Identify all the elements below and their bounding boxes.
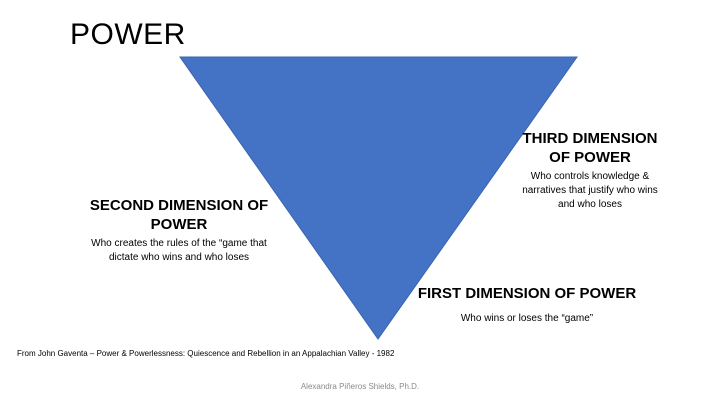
second-dimension-description: Who creates the rules of the “game that … — [91, 238, 267, 263]
inverted-triangle-shape — [179, 56, 578, 340]
third-dimension-heading: THIRD DIMENSION OF POWER — [522, 130, 658, 166]
third-dimension-description: Who controls knowledge & narratives that… — [522, 171, 658, 210]
source-citation: From John Gaventa – Power & Powerlessnes… — [17, 349, 395, 358]
slide-title: POWER — [70, 18, 186, 51]
third-dimension-block: THIRD DIMENSION OF POWER Who controls kn… — [518, 129, 662, 212]
first-dimension-heading: FIRST DIMENSION OF POWER — [417, 285, 637, 302]
first-dimension-block: FIRST DIMENSION OF POWER Who wins or los… — [410, 284, 644, 326]
second-dimension-block: SECOND DIMENSION OF POWER Who creates th… — [80, 196, 278, 265]
first-dimension-description: Who wins or loses the “game” — [460, 313, 594, 324]
second-dimension-heading: SECOND DIMENSION OF POWER — [89, 197, 269, 233]
author-footer: Alexandra Piñeros Shields, Ph.D. — [300, 382, 420, 391]
